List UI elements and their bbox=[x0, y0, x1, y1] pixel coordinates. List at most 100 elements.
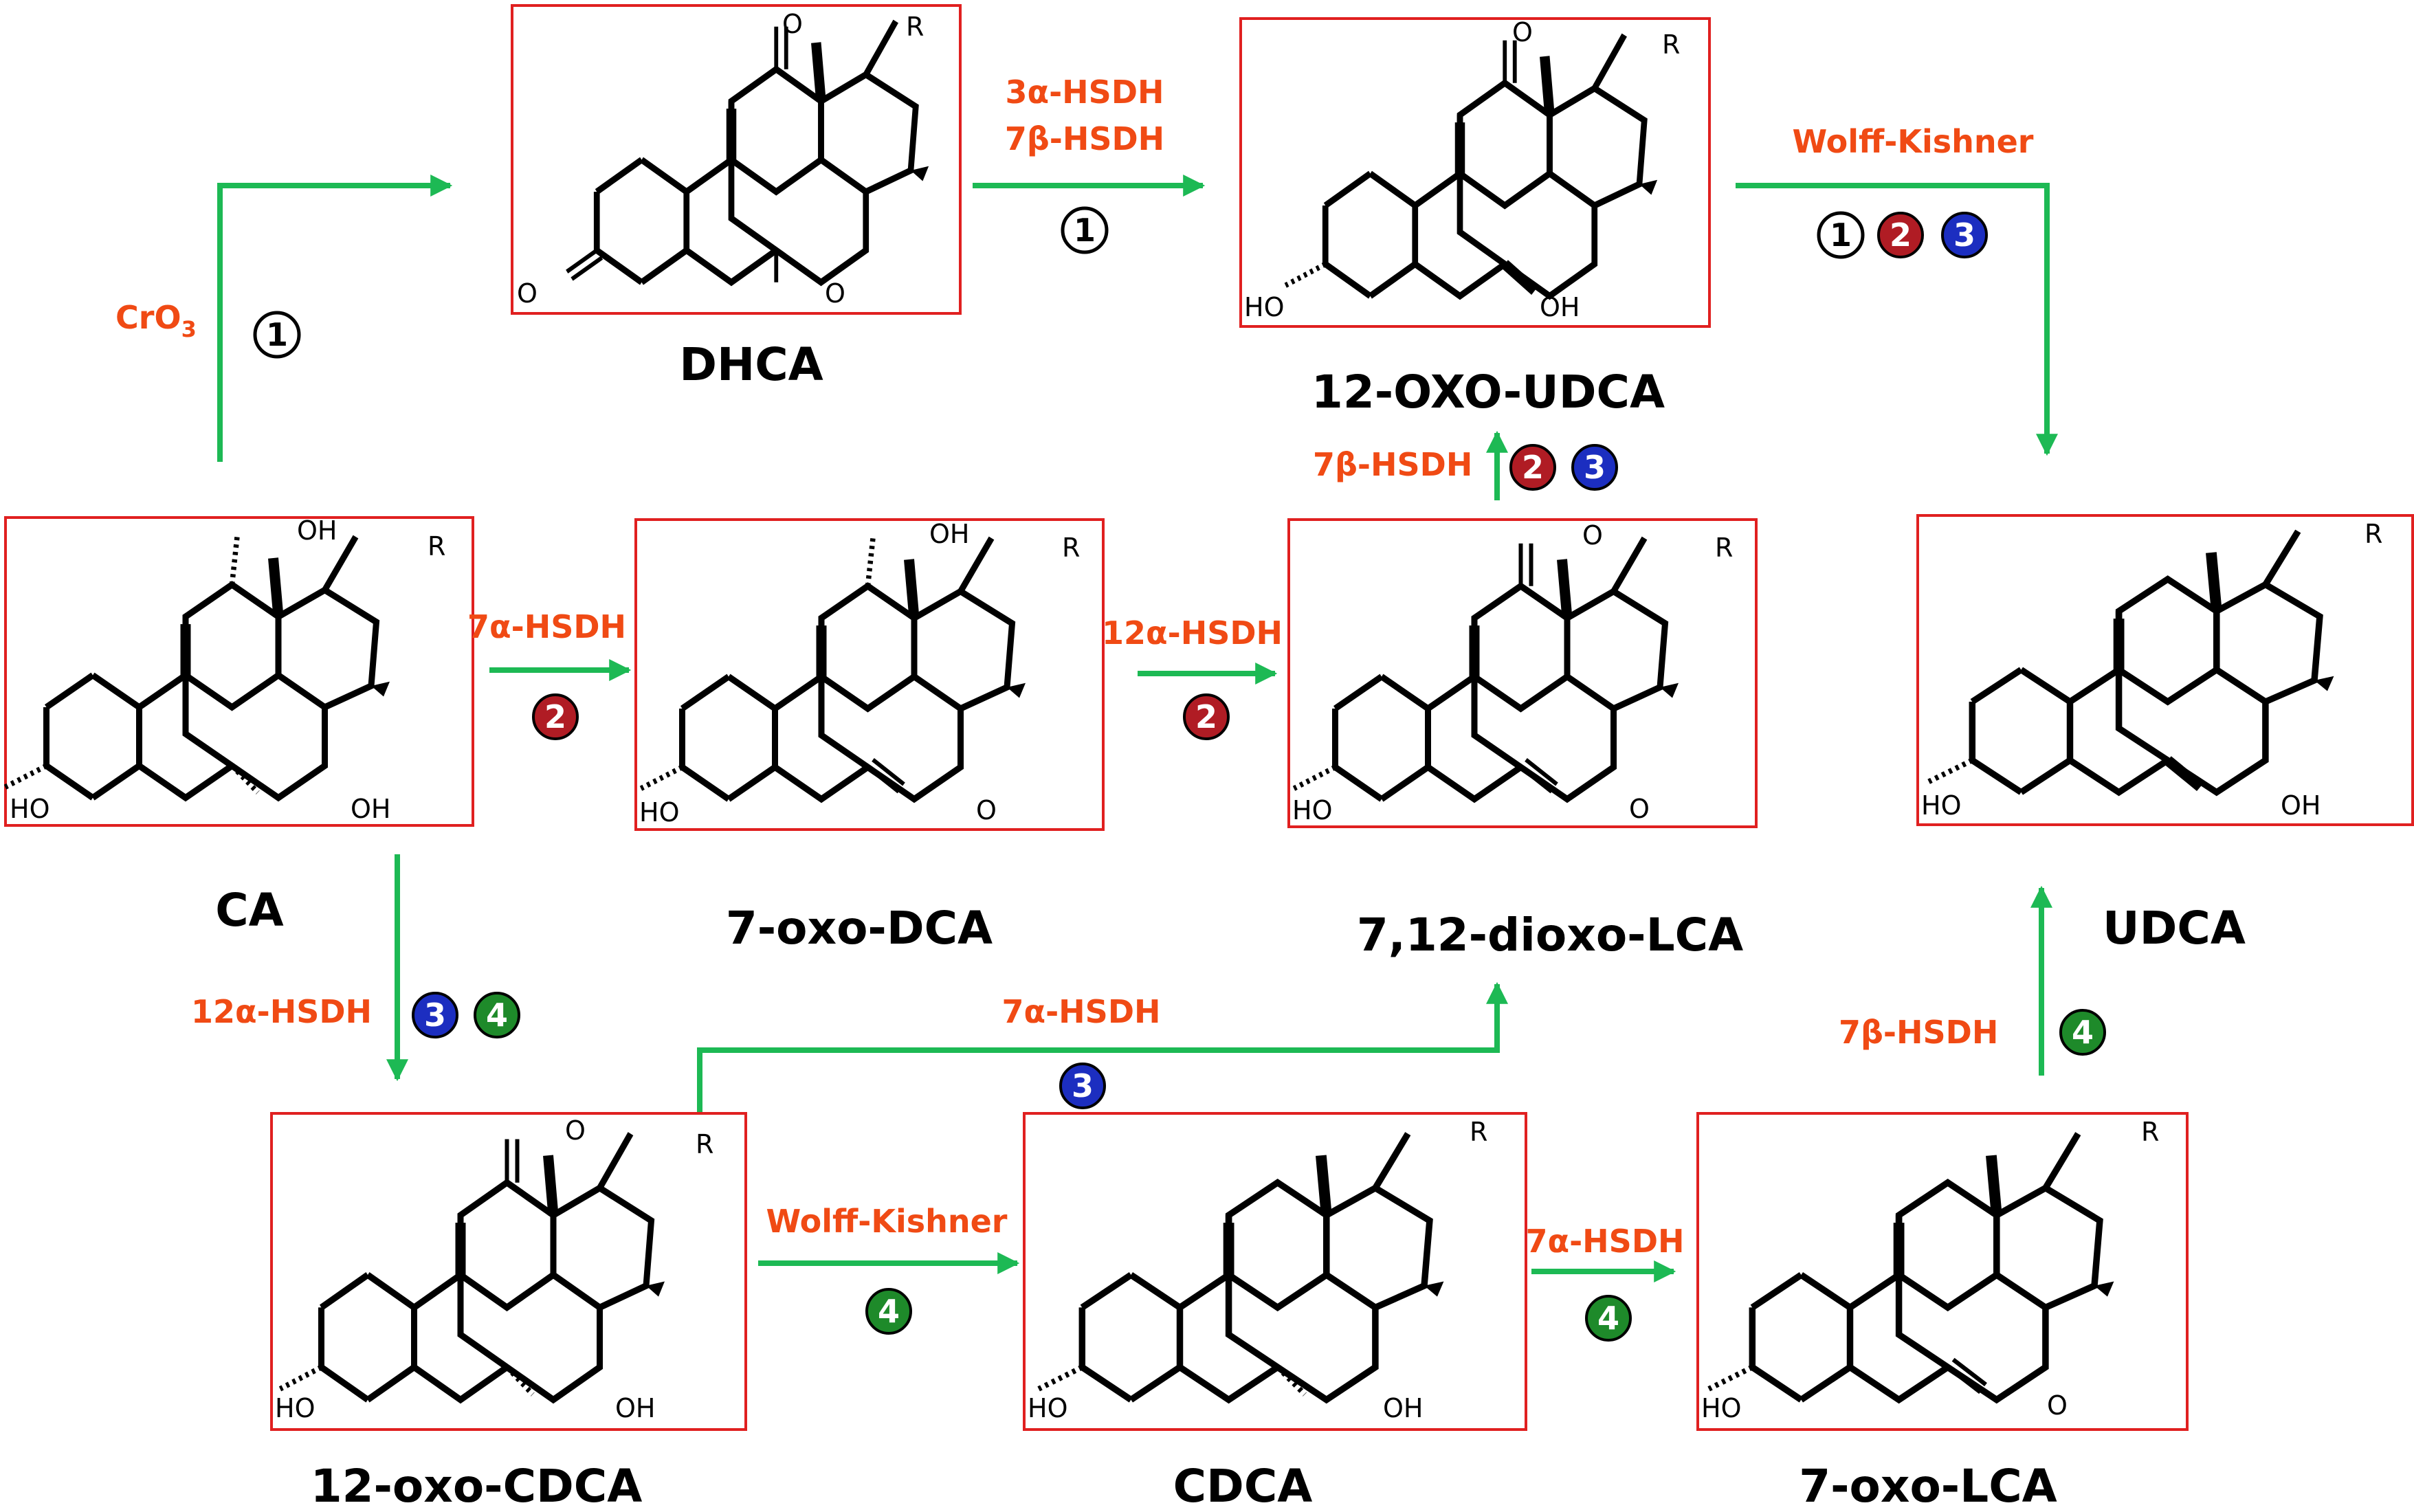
box-12-oxo-cdca bbox=[270, 1112, 747, 1431]
atom-oxo-dca-ho: HO bbox=[639, 797, 679, 827]
route-3-marker-7a-long: 3 bbox=[1059, 1063, 1106, 1109]
atom-dhca-o3: O bbox=[517, 278, 538, 309]
svg-text:2: 2 bbox=[1522, 449, 1544, 486]
svg-text:4: 4 bbox=[878, 1293, 900, 1330]
atom-ca-r: R bbox=[428, 531, 445, 562]
atom-oxo-dca-r: R bbox=[1062, 533, 1080, 563]
atom-oxo-udca-ho: HO bbox=[1244, 292, 1284, 322]
atom-cdca-ho: HO bbox=[1028, 1393, 1067, 1423]
atom-dhca-o12: O bbox=[782, 9, 803, 39]
enzyme-cro3: CrO3 bbox=[115, 299, 197, 342]
route-4-marker-7b-right: 4 bbox=[2059, 1009, 2106, 1056]
arrow-12-oxo-udca-to-udca bbox=[1736, 183, 2058, 456]
atom-oxo-lca-o: O bbox=[2047, 1390, 2068, 1421]
enzyme-12a-hsdh-mid: 12α-HSDH bbox=[1102, 614, 1283, 652]
atom-dhca-r: R bbox=[906, 12, 924, 42]
label-udca: UDCA bbox=[2103, 902, 2246, 955]
atom-cdca-oh: OH bbox=[1383, 1393, 1423, 1423]
box-7-oxo-lca bbox=[1696, 1112, 2189, 1431]
box-udca bbox=[1916, 514, 2414, 826]
atom-oxo-udca-r: R bbox=[1662, 30, 1680, 60]
label-7-12-dioxo-lca: 7,12-dioxo-LCA bbox=[1357, 909, 1743, 961]
enzyme-7b-hsdh-mid: 7β-HSDH bbox=[1313, 446, 1472, 483]
enzyme-12a-hsdh-left: 12α-HSDH bbox=[191, 993, 372, 1030]
svg-text:2: 2 bbox=[1195, 698, 1217, 735]
atom-dioxo-ho: HO bbox=[1292, 795, 1332, 825]
molecule-7-oxo-lca bbox=[1707, 1134, 2114, 1400]
svg-text:1: 1 bbox=[1074, 212, 1096, 249]
route-2-marker-wolff: 2 bbox=[1877, 212, 1924, 258]
route-1-marker-hsdh: 1 bbox=[1061, 206, 1109, 254]
svg-text:4: 4 bbox=[486, 997, 508, 1034]
route-2-marker-7a: 2 bbox=[532, 693, 579, 740]
atom-oxo-cdca-ho: HO bbox=[275, 1393, 315, 1423]
box-7-12-dioxo-lca bbox=[1287, 518, 1758, 828]
label-dhca: DHCA bbox=[679, 338, 823, 391]
route-3-marker-7b: 3 bbox=[1571, 444, 1618, 491]
atom-udca-ho: HO bbox=[1921, 790, 1961, 821]
atom-oxo-lca-ho: HO bbox=[1701, 1393, 1741, 1423]
svg-text:3: 3 bbox=[1584, 449, 1606, 486]
box-7-oxo-dca bbox=[634, 518, 1105, 831]
route-4-marker-12a: 4 bbox=[474, 992, 520, 1038]
box-ca bbox=[4, 516, 474, 827]
label-7-oxo-dca: 7-oxo-DCA bbox=[726, 902, 993, 955]
atom-oxo-dca-o: O bbox=[976, 795, 997, 825]
label-cdca: CDCA bbox=[1173, 1460, 1313, 1512]
molecule-12-oxo-udca bbox=[1284, 35, 1657, 296]
svg-text:4: 4 bbox=[2072, 1014, 2094, 1051]
route-3-marker-wolff: 3 bbox=[1941, 212, 1988, 258]
label-12-oxo-cdca: 12-oxo-CDCA bbox=[311, 1460, 643, 1512]
molecule-7-oxo-dca bbox=[639, 538, 1026, 799]
label-12-oxo-udca: 12-OXO-UDCA bbox=[1311, 366, 1665, 419]
molecule-udca bbox=[1927, 531, 2334, 792]
svg-text:3: 3 bbox=[1072, 1067, 1094, 1104]
atom-ca-oh7: OH bbox=[351, 794, 390, 824]
atom-oxo-udca-oh: OH bbox=[1540, 292, 1580, 322]
atom-cdca-r: R bbox=[1470, 1117, 1487, 1147]
svg-text:3: 3 bbox=[1953, 216, 1975, 254]
svg-text:1: 1 bbox=[1830, 216, 1852, 254]
atom-dioxo-r: R bbox=[1715, 533, 1733, 563]
enzyme-7b-hsdh-top: 7β-HSDH bbox=[1005, 120, 1164, 157]
atom-dioxo-o12: O bbox=[1582, 520, 1603, 551]
label-7-oxo-lca: 7-oxo-LCA bbox=[1799, 1460, 2057, 1512]
route-1-marker-cro3: 1 bbox=[253, 311, 301, 359]
svg-text:3: 3 bbox=[424, 997, 446, 1034]
enzyme-wolff-kishner-bottom: Wolff-Kishner bbox=[766, 1203, 1008, 1240]
enzyme-7a-hsdh-mid: 7α-HSDH bbox=[467, 608, 626, 645]
box-dhca bbox=[511, 4, 962, 315]
atom-oxo-cdca-oh: OH bbox=[615, 1393, 655, 1423]
atom-ca-ho: HO bbox=[10, 794, 49, 824]
atom-oxo-udca-o: O bbox=[1512, 17, 1533, 47]
atom-udca-r: R bbox=[2365, 519, 2382, 549]
arrow-ca-to-dhca bbox=[217, 175, 453, 462]
molecule-ca bbox=[3, 537, 390, 798]
atom-oxo-lca-r: R bbox=[2141, 1117, 2159, 1147]
enzyme-7b-hsdh-right: 7β-HSDH bbox=[1839, 1014, 1998, 1051]
atom-oxo-cdca-o: O bbox=[565, 1115, 586, 1146]
molecule-7-12-dioxo-lca bbox=[1292, 538, 1679, 799]
enzyme-wolff-kishner-top: Wolff-Kishner bbox=[1793, 123, 2034, 160]
atom-oxo-dca-oh: OH bbox=[929, 519, 969, 549]
atom-ca-oh12: OH bbox=[297, 515, 337, 546]
route-2-marker-12a: 2 bbox=[1183, 693, 1230, 740]
route-2-marker-7b: 2 bbox=[1509, 444, 1556, 491]
route-4-marker-7a-bottom: 4 bbox=[1585, 1295, 1632, 1342]
svg-text:2: 2 bbox=[1890, 216, 1912, 254]
enzyme-3a-hsdh: 3α-HSDH bbox=[1005, 74, 1164, 111]
label-ca: CA bbox=[215, 884, 284, 937]
atom-udca-oh: OH bbox=[2281, 790, 2321, 821]
box-cdca bbox=[1023, 1112, 1527, 1431]
route-3-marker-12a: 3 bbox=[412, 992, 458, 1038]
molecule-12-oxo-cdca bbox=[278, 1134, 665, 1400]
svg-text:4: 4 bbox=[1597, 1300, 1619, 1337]
route-4-marker-wolff-bottom: 4 bbox=[865, 1288, 912, 1335]
enzyme-7a-hsdh-bottom: 7α-HSDH bbox=[1525, 1223, 1684, 1260]
atom-dhca-o7: O bbox=[825, 278, 845, 309]
enzyme-7a-hsdh-long: 7α-HSDH bbox=[1001, 993, 1160, 1030]
svg-text:2: 2 bbox=[544, 698, 566, 735]
molecule-cdca bbox=[1037, 1134, 1443, 1400]
svg-text:1: 1 bbox=[266, 316, 288, 353]
